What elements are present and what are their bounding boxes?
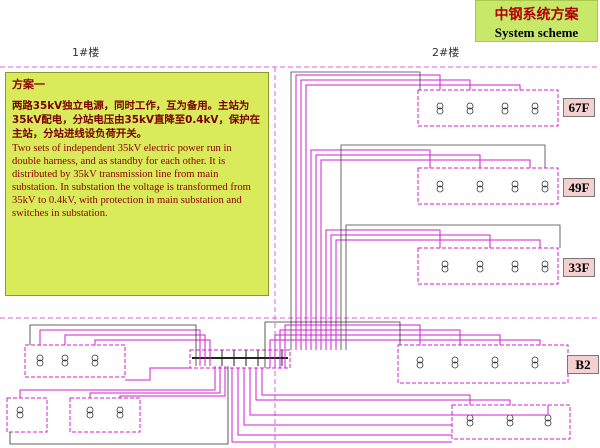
substation-1-lower-a	[6, 397, 48, 433]
floor-label-49f: 49F	[563, 178, 595, 197]
floor-label-b2: B2	[567, 355, 599, 374]
b2-feeders	[19, 324, 549, 443]
substation-b2-lower	[451, 404, 571, 440]
riser-bundle-dark	[290, 71, 561, 350]
dark-feeders	[9, 321, 401, 445]
substation-33f	[417, 247, 559, 285]
substation-1-lower-b	[69, 397, 141, 433]
substation-49f	[417, 167, 559, 205]
substation-67f	[417, 89, 559, 127]
title-box: 中钢系统方案 System scheme	[475, 0, 598, 42]
building-2-label: 2#楼	[432, 46, 460, 59]
scheme-text-en: Two sets of independent 35kV electric po…	[12, 143, 251, 219]
title-en: System scheme	[494, 25, 579, 40]
riser-bundle	[295, 74, 541, 350]
scheme-text-cn: 两路35kV独立电源，同时工作，互为备用。主站为35kV配电，分站电压由35kV…	[12, 100, 261, 140]
main-substation	[189, 349, 291, 369]
substation-b2	[397, 344, 569, 384]
substation-1-left	[24, 344, 126, 378]
transformer-symbols	[16, 102, 552, 427]
floor-label-67f: 67F	[563, 98, 595, 117]
scheme-heading: 方案一	[12, 78, 45, 91]
floor-label-33f: 33F	[563, 258, 595, 277]
title-cn: 中钢系统方案	[494, 7, 579, 23]
scheme-note: 方案一 两路35kV独立电源，同时工作，互为备用。主站为35kV配电，分站电压由…	[5, 72, 269, 296]
building-1-label: 1#楼	[72, 46, 100, 59]
